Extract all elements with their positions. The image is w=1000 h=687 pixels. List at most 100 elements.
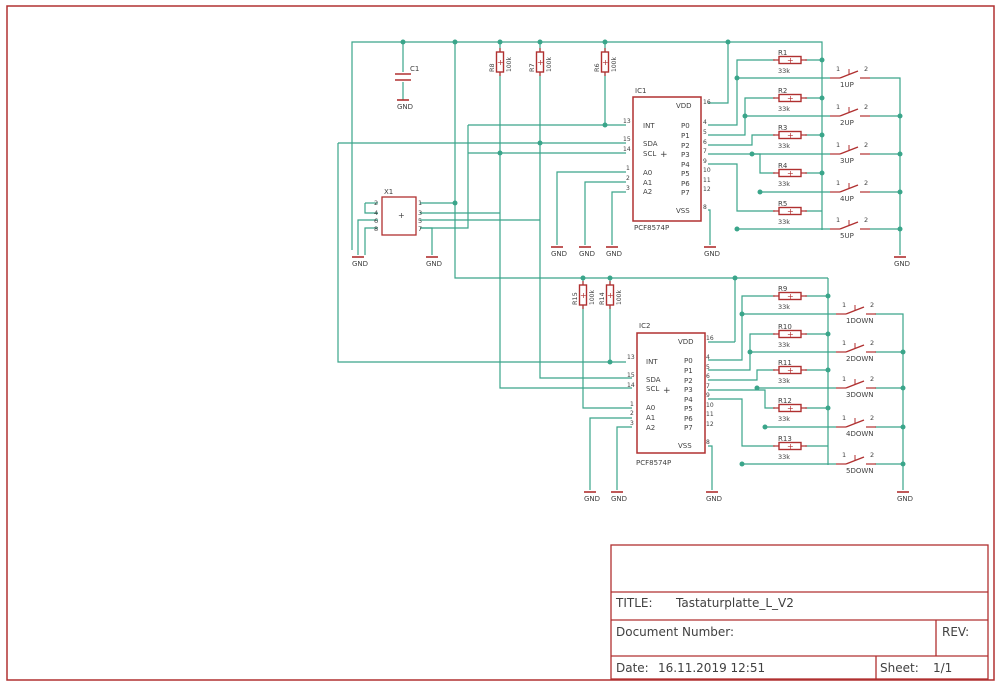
ic2-pin-scl: SCL — [646, 385, 659, 393]
switch-pin-1: 1 — [842, 375, 846, 383]
pullup-name: R7 — [528, 63, 536, 72]
ic2-part: PCF8574P — [636, 459, 671, 467]
resistor-value: 33k — [778, 180, 790, 188]
ic2-pin-p7: P7 — [684, 424, 693, 432]
ic2-num-16: 16 — [706, 335, 714, 342]
ic1-pin-p3: P3 — [681, 151, 690, 159]
ic1-pin-a0: A0 — [643, 169, 652, 177]
gnd-label: GND — [352, 260, 368, 268]
ic2-num-2: 2 — [630, 410, 634, 417]
resistor-value: 33k — [778, 377, 790, 385]
resistor-value: 33k — [778, 303, 790, 311]
resistor-value: 33k — [778, 218, 790, 226]
switch-label: 3DOWN — [846, 391, 874, 399]
ic2-pin-p6: P6 — [684, 415, 693, 423]
resistor-value: 33k — [778, 453, 790, 461]
pullup-value: 100k — [546, 57, 553, 72]
resistor: + — [773, 403, 807, 413]
ic1-pin-p6: P6 — [681, 180, 690, 188]
pullup-name: R15 — [571, 292, 579, 305]
gnd-label: GND — [551, 250, 567, 258]
resistor-value: 33k — [778, 67, 790, 75]
ic2-num-12: 12 — [706, 421, 714, 428]
title-value: Tastaturplatte_L_V2 — [675, 596, 794, 610]
gnd-label: GND — [611, 495, 627, 503]
switch-pin-2: 2 — [864, 216, 868, 224]
ic2-pin-p0: P0 — [684, 357, 693, 365]
ic2-pin-vss: VSS — [678, 442, 692, 450]
resistor-origin-marker: + — [787, 442, 794, 451]
switch-pin-1: 1 — [836, 216, 840, 224]
ic1-num-8: 8 — [703, 204, 707, 211]
gnd-label: GND — [606, 250, 622, 258]
ic1-num-3: 3 — [626, 185, 630, 192]
ic1-num-6: 6 — [703, 139, 707, 146]
switch-pin-2: 2 — [870, 451, 874, 459]
ic2: IC2 PCF8574P INT SDA SCL A0 A1 A2 + 13 1… — [627, 322, 714, 467]
ic2-num-5: 5 — [706, 364, 710, 371]
ic1-num-2: 2 — [626, 175, 630, 182]
ic1-pin-p2: P2 — [681, 142, 690, 150]
sheet-label: Sheet: — [880, 661, 919, 675]
gnd-label: GND — [426, 260, 442, 268]
resistor-name: R3 — [778, 124, 787, 132]
resistor-name: R13 — [778, 435, 792, 443]
x1-pin-5: 5 — [418, 217, 422, 225]
resistor-origin-marker: + — [602, 58, 609, 67]
pullup-value: 100k — [616, 290, 623, 305]
switch-label: 1DOWN — [846, 317, 874, 325]
resistor-name: R5 — [778, 200, 787, 208]
ic2-pin-int: INT — [646, 358, 658, 366]
ic2-pin-p1: P1 — [684, 367, 693, 375]
switch-label: 4DOWN — [846, 430, 874, 438]
ic1-num-10: 10 — [703, 167, 711, 174]
gnd-label: GND — [397, 103, 413, 111]
resistor-origin-marker: + — [787, 404, 794, 413]
ic2-num-1: 1 — [630, 401, 634, 408]
gnd-label: GND — [897, 495, 913, 503]
ic2-num-15: 15 — [627, 372, 635, 379]
document-number-label: Document Number: — [616, 625, 734, 639]
ic1-pin-p0: P0 — [681, 122, 690, 130]
switch-pin-2: 2 — [864, 179, 868, 187]
resistor-origin-marker: + — [787, 207, 794, 216]
x1-pin-7: 7 — [418, 225, 422, 233]
ic1-num-1: 1 — [626, 165, 630, 172]
ic1-origin-marker: + — [660, 150, 668, 160]
ic1-pin-p7: P7 — [681, 189, 690, 197]
ic2-num-10: 10 — [706, 402, 714, 409]
ic2-pin-p4: P4 — [684, 396, 693, 404]
pullup-resistor: + — [495, 48, 505, 76]
ic1-num-14: 14 — [623, 146, 631, 153]
resistor: + — [773, 130, 807, 140]
ic1-num-4: 4 — [703, 119, 707, 126]
ic1-pin-p1: P1 — [681, 132, 690, 140]
switch-pin-2: 2 — [864, 141, 868, 149]
switch-pin-2: 2 — [870, 414, 874, 422]
resistor-origin-marker: + — [787, 94, 794, 103]
resistor-origin-marker: + — [497, 58, 504, 67]
ic2-pin-a1: A1 — [646, 414, 655, 422]
pullup-name: R6 — [593, 63, 601, 72]
resistor-value: 33k — [778, 142, 790, 150]
ic1-pin-sda: SDA — [643, 140, 658, 148]
pushbutton-switch — [836, 455, 876, 465]
capacitor-c1 — [395, 73, 411, 81]
pullup-resistor: + — [535, 48, 545, 76]
switch-label: 4UP — [840, 195, 854, 203]
x1-label: X1 — [384, 188, 393, 196]
switch-pin-1: 1 — [836, 141, 840, 149]
x1-pin-4: 4 — [374, 209, 378, 217]
switch-pin-2: 2 — [870, 339, 874, 347]
resistor: + — [773, 93, 807, 103]
ic2-num-6: 6 — [706, 373, 710, 380]
ic1-pin-p5: P5 — [681, 170, 690, 178]
switch-pin-1: 1 — [836, 179, 840, 187]
gnd-label: GND — [704, 250, 720, 258]
date-value: 16.11.2019 12:51 — [658, 661, 765, 675]
switch-pin-2: 2 — [870, 301, 874, 309]
ic2-pin-p3: P3 — [684, 386, 693, 394]
resistor-value: 33k — [778, 415, 790, 423]
switch-pin-2: 2 — [864, 103, 868, 111]
c1-label: C1 — [410, 65, 419, 73]
